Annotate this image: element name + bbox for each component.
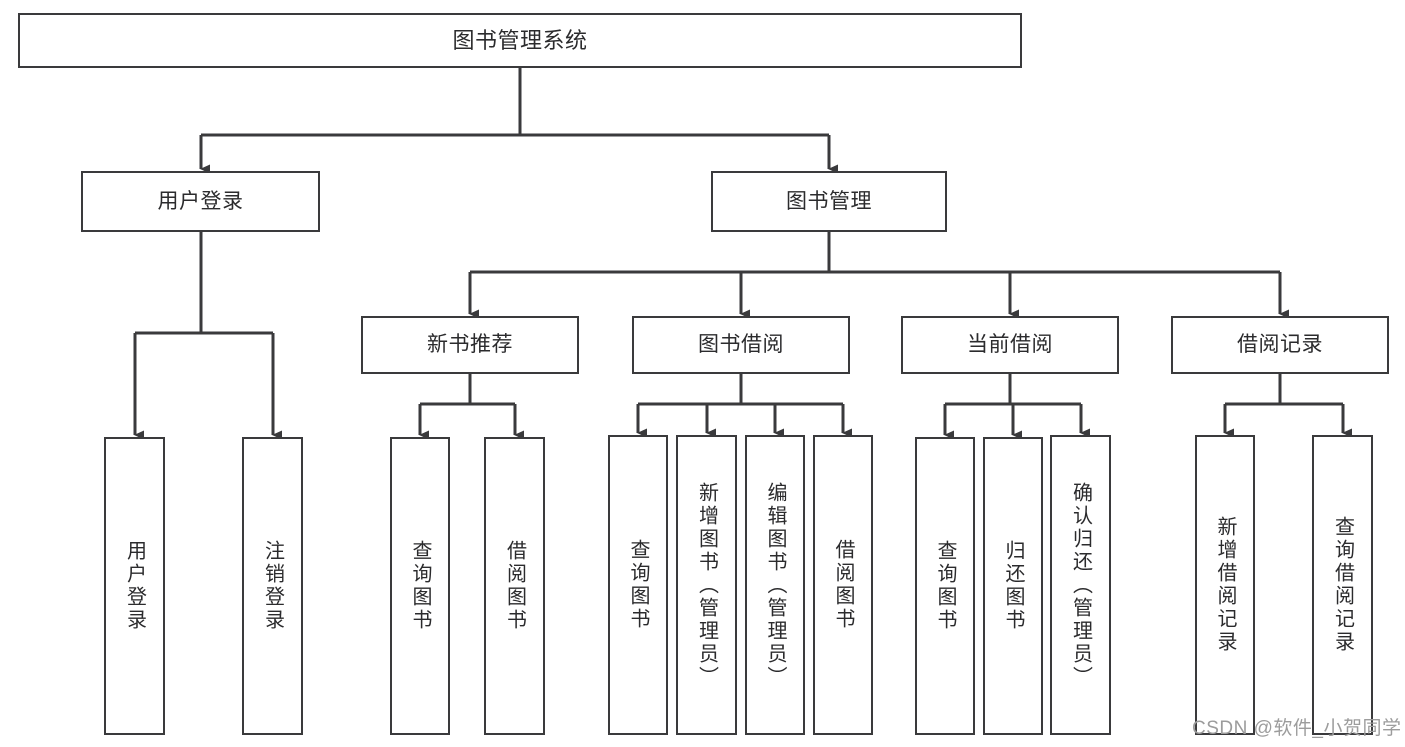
watermark-label: CSDN @软件_小贺同学 <box>1192 718 1402 739</box>
node-label: 借阅图书 <box>832 539 854 631</box>
node-label: 查询图书 <box>934 540 956 632</box>
node-label: 图书管理 <box>786 189 872 213</box>
node-leaf-query-record[interactable]: 查询借阅记录 <box>1312 435 1373 735</box>
node-label: 图书管理系统 <box>452 27 588 53</box>
node-label: 用户登录 <box>157 189 244 213</box>
node-label: 确认归还（管理员） <box>1069 481 1092 689</box>
node-leaf-borrow-book-2[interactable]: 借阅图书 <box>813 435 873 735</box>
node-label: 新增图书（管理员） <box>695 481 718 689</box>
node-book-manage[interactable]: 图书管理 <box>711 171 947 232</box>
node-leaf-add-book[interactable]: 新增图书（管理员） <box>676 435 737 735</box>
node-leaf-query-book-1[interactable]: 查询图书 <box>390 437 450 735</box>
node-leaf-return-book[interactable]: 归还图书 <box>983 437 1043 735</box>
node-label: 查询图书 <box>409 540 431 632</box>
node-label: 当前借阅 <box>967 333 1053 357</box>
node-leaf-add-record[interactable]: 新增借阅记录 <box>1195 435 1255 735</box>
node-leaf-user-logout[interactable]: 注销登录 <box>242 437 303 735</box>
node-label: 借阅记录 <box>1237 333 1323 357</box>
connector-group <box>133 68 1352 440</box>
node-label: 注销登录 <box>261 540 284 632</box>
node-label: 图书借阅 <box>698 333 784 357</box>
node-label: 查询图书 <box>627 539 649 631</box>
node-user-login[interactable]: 用户登录 <box>81 171 320 232</box>
node-root[interactable]: 图书管理系统 <box>18 13 1022 68</box>
node-leaf-query-book-2[interactable]: 查询图书 <box>608 435 668 735</box>
node-leaf-confirm-return[interactable]: 确认归还（管理员） <box>1050 435 1111 735</box>
node-leaf-edit-book[interactable]: 编辑图书（管理员） <box>745 435 805 735</box>
node-leaf-borrow-book-1[interactable]: 借阅图书 <box>484 437 545 735</box>
node-label: 编辑图书（管理员） <box>764 481 786 689</box>
node-label: 归还图书 <box>1002 540 1024 632</box>
node-leaf-query-book-3[interactable]: 查询图书 <box>915 437 975 735</box>
node-new-book-rec[interactable]: 新书推荐 <box>361 316 579 374</box>
node-label: 查询借阅记录 <box>1331 516 1354 654</box>
node-label: 新书推荐 <box>427 333 513 357</box>
node-book-borrow[interactable]: 图书借阅 <box>632 316 850 374</box>
node-leaf-user-login[interactable]: 用户登录 <box>104 437 165 735</box>
node-current-borrow[interactable]: 当前借阅 <box>901 316 1119 374</box>
node-borrow-record[interactable]: 借阅记录 <box>1171 316 1389 374</box>
node-label: 新增借阅记录 <box>1214 516 1236 654</box>
node-label: 用户登录 <box>123 540 146 632</box>
node-label: 借阅图书 <box>503 540 526 632</box>
